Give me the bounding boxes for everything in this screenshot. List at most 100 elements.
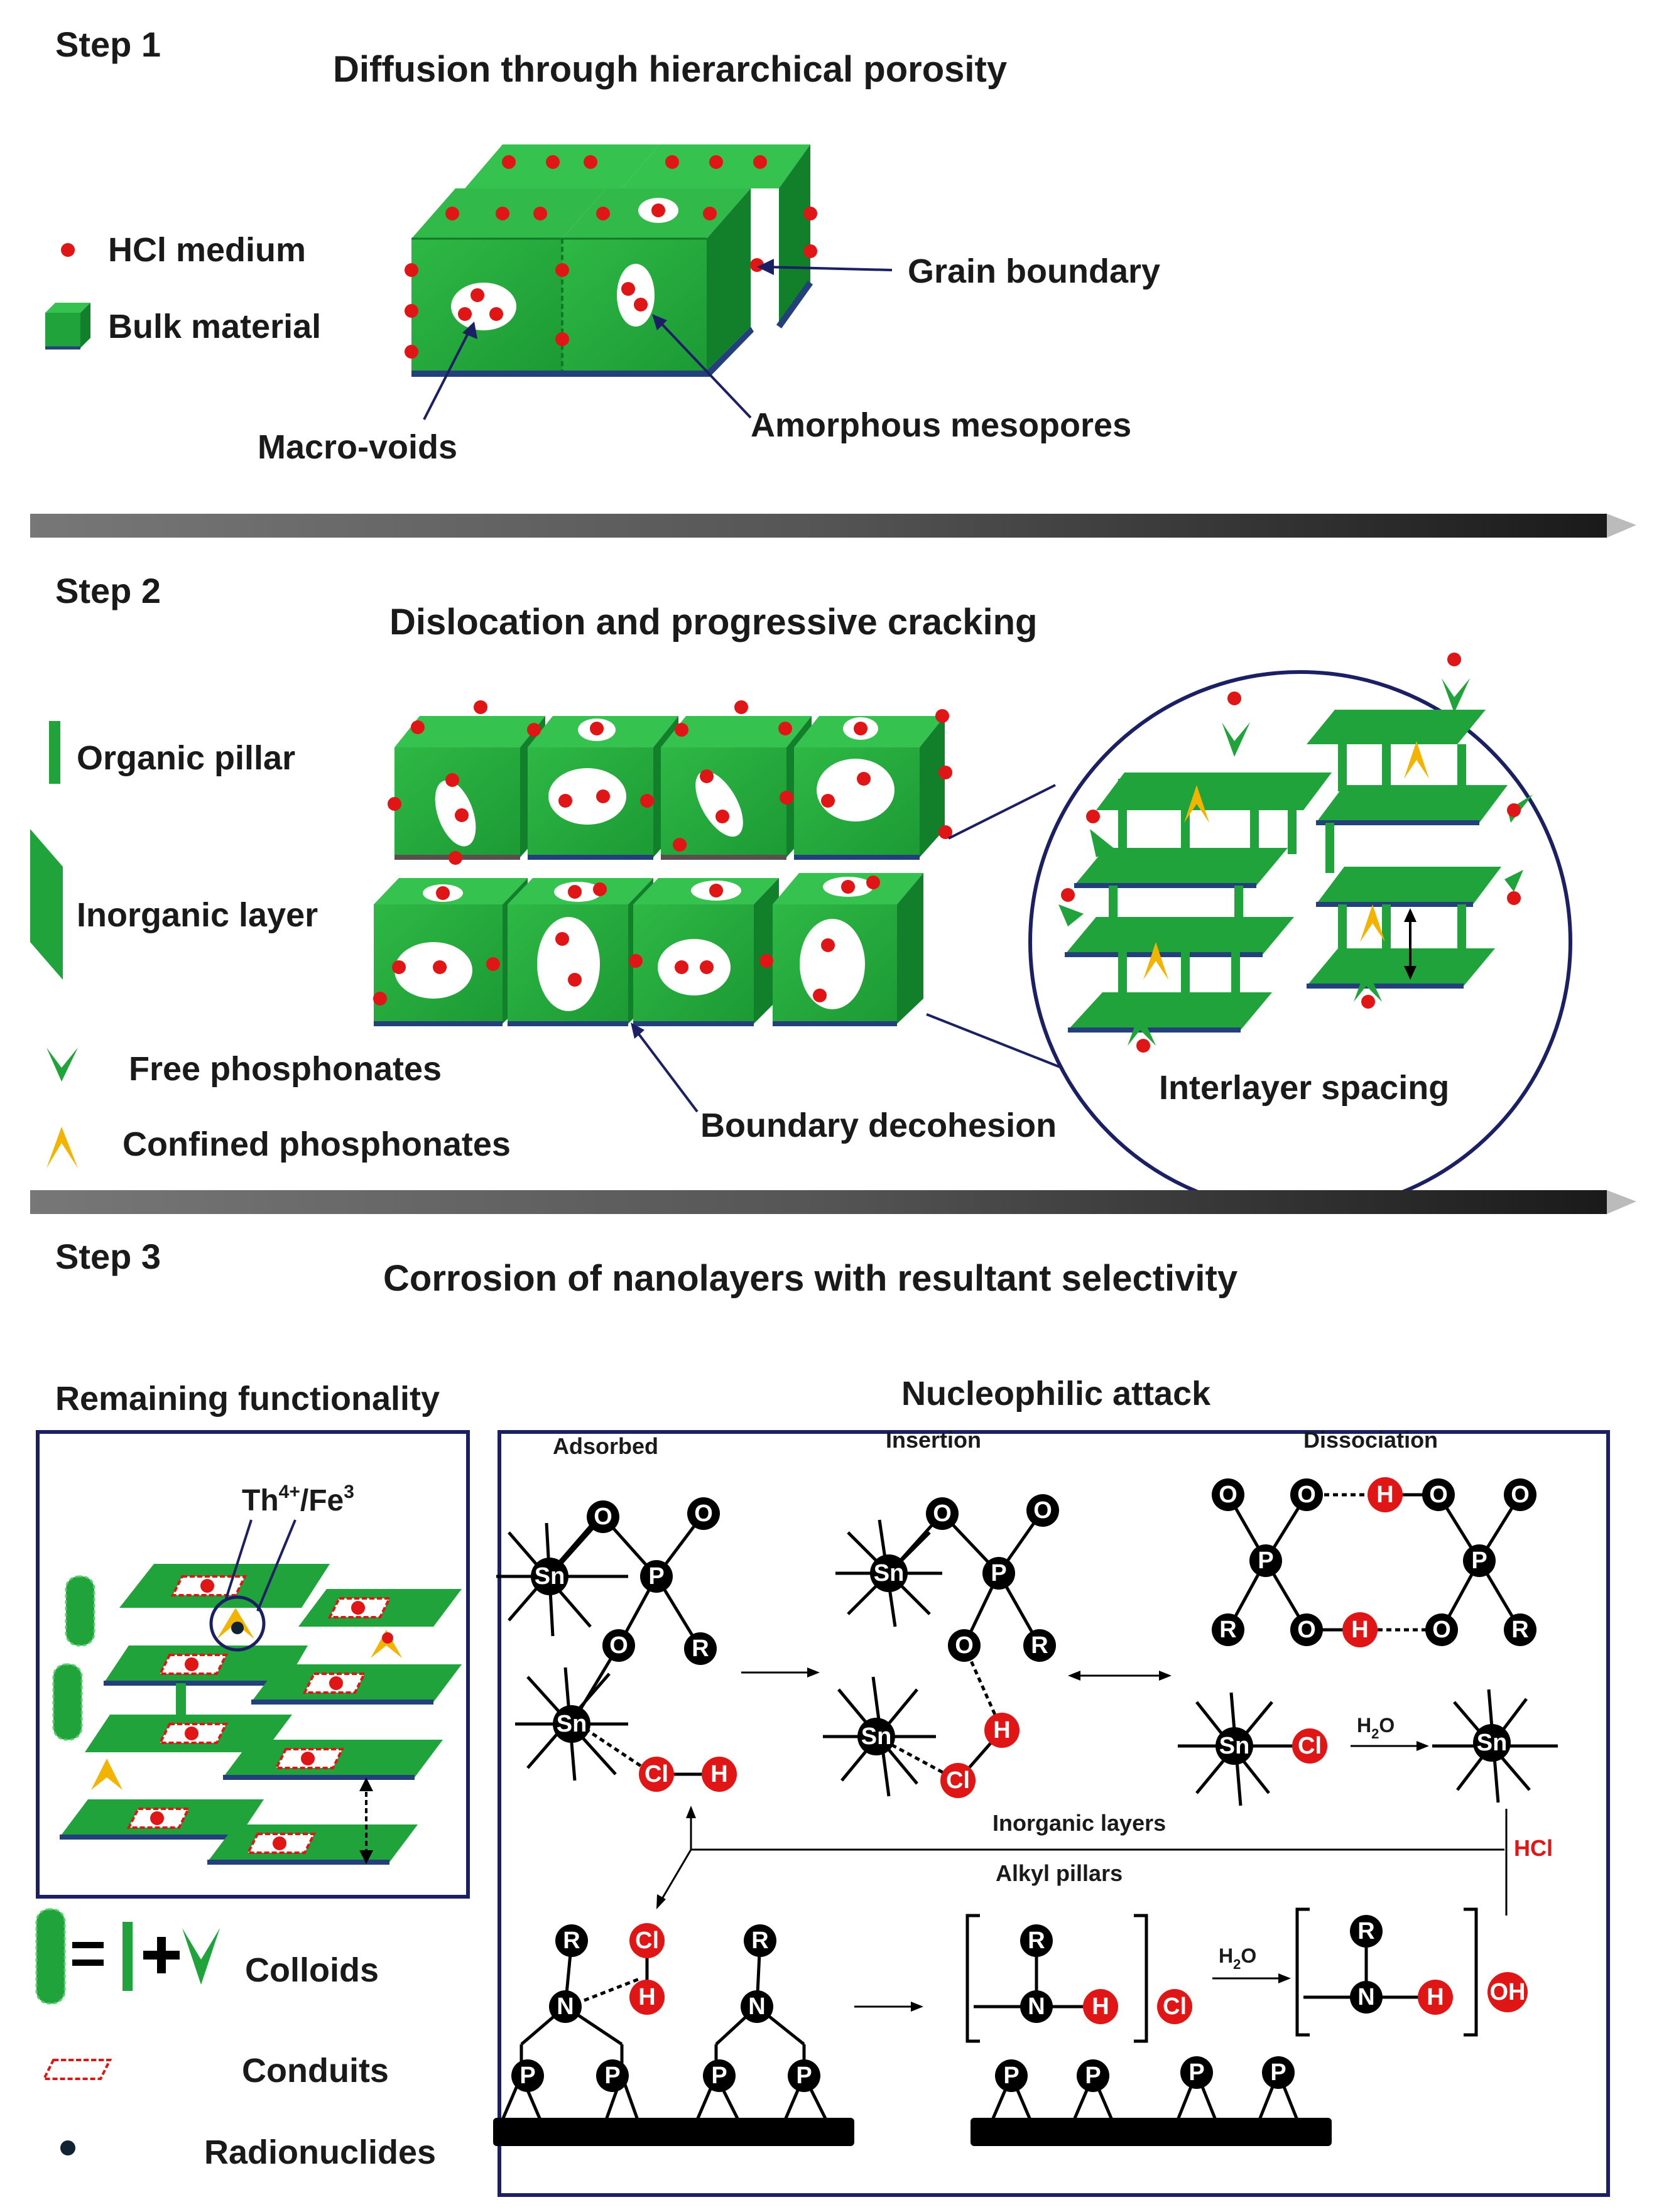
svg-text:R: R	[1031, 1632, 1048, 1659]
svg-text:Sn: Sn	[874, 1560, 905, 1586]
inorganic-layer-icon	[30, 829, 63, 980]
svg-text:O: O	[1297, 1617, 1316, 1643]
svg-text:P: P	[796, 2063, 812, 2089]
svg-text:Cl: Cl	[1298, 1733, 1322, 1759]
svg-text:N: N	[1357, 1984, 1374, 2010]
svg-text:H: H	[1427, 1984, 1444, 2010]
step2-section: Step 2 Dislocation and progressive crack…	[30, 571, 1572, 1214]
svg-text:O: O	[694, 1500, 713, 1527]
svg-text:O: O	[1429, 1482, 1448, 1508]
step3-section: Step 3 Corrosion of nanolayers with resu…	[35, 1237, 1610, 2197]
adsorbed-label: Adsorbed	[553, 1433, 658, 1459]
grain-boundary-label: Grain boundary	[908, 252, 1160, 290]
h2o-label-top: H2O	[1357, 1714, 1395, 1742]
confined-phosphonate-icon	[46, 1127, 78, 1168]
svg-text:R: R	[1511, 1617, 1528, 1643]
free-phosphonate-icon	[46, 1048, 78, 1082]
macro-voids-label: Macro-voids	[258, 428, 457, 466]
svg-text:N: N	[748, 1993, 765, 2020]
remaining-layers	[52, 1519, 462, 1865]
svg-text:R: R	[1028, 1927, 1045, 1954]
step3-title: Corrosion of nanolayers with resultant s…	[383, 1258, 1237, 1299]
svg-text:P: P	[1085, 2063, 1101, 2089]
svg-text:Sn: Sn	[557, 1711, 587, 1737]
svg-text:P: P	[519, 2063, 535, 2089]
svg-text:O: O	[1033, 1497, 1052, 1524]
legend-colloids-label: Colloids	[245, 1951, 379, 1989]
section-divider-1	[30, 514, 1636, 538]
svg-text:H: H	[993, 1717, 1010, 1743]
legend-bulk-label: Bulk material	[108, 308, 321, 345]
step2-hcl-dots	[373, 700, 952, 1006]
svg-text:P: P	[1270, 2059, 1286, 2086]
svg-text:Sn: Sn	[1219, 1733, 1250, 1759]
svg-text:O: O	[594, 1504, 612, 1530]
svg-text:H: H	[1092, 1993, 1109, 2020]
amorphous-mesopores-label: Amorphous mesopores	[751, 406, 1131, 444]
svg-text:OH: OH	[1490, 1979, 1526, 2005]
svg-text:H: H	[1376, 1482, 1393, 1508]
svg-text:P: P	[1188, 2059, 1204, 2086]
dissociation-atoms: O O H O O P P R O H O R	[1212, 1477, 1536, 1647]
legend-organic-pillar-label: Organic pillar	[77, 739, 295, 777]
svg-text:R: R	[751, 1927, 768, 1954]
step3-label: Step 3	[55, 1237, 161, 1276]
interlayer-spacing-label: Interlayer spacing	[1159, 1069, 1449, 1107]
svg-text:H: H	[638, 1984, 655, 2010]
legend-radionuclides-label: Radionuclides	[204, 2133, 436, 2171]
step1-title: Diffusion through hierarchical porosity	[333, 49, 1007, 90]
svg-text:Sn: Sn	[535, 1563, 565, 1590]
hcl-feedback-label: HCl	[1514, 1835, 1553, 1861]
svg-text:P: P	[1471, 1548, 1487, 1574]
legend-conduits-label: Conduits	[242, 2052, 389, 2090]
svg-text:P: P	[991, 1560, 1006, 1586]
svg-text:O: O	[609, 1632, 628, 1659]
nucleophilic-panel	[498, 1430, 1610, 2197]
radionuclide-icon	[60, 2140, 75, 2155]
svg-text:Cl: Cl	[644, 1761, 668, 1787]
step1-section: Step 1 Diffusion through hierarchical po…	[45, 24, 1160, 466]
insertion-atoms: Sn O O P O R H Sn Cl	[857, 1494, 1059, 1798]
svg-text:R: R	[692, 1635, 709, 1662]
inorganic-layers-label: Inorganic layers	[992, 1810, 1166, 1836]
svg-text:P: P	[1258, 1548, 1273, 1574]
legend-confined-phosphonates-label: Confined phosphonates	[122, 1125, 511, 1163]
substrate-left	[493, 2118, 854, 2146]
svg-text:P: P	[711, 2063, 727, 2089]
svg-text:P: P	[648, 1563, 664, 1590]
nucleophilic-title: Nucleophilic attack	[901, 1375, 1211, 1412]
svg-text:H: H	[710, 1761, 727, 1787]
svg-text:P: P	[1003, 2063, 1019, 2089]
alkyl-pillars-label: Alkyl pillars	[996, 1860, 1123, 1886]
dissociation-label: Dissociation	[1303, 1427, 1438, 1453]
remaining-functionality-title: Remaining functionality	[55, 1380, 440, 1418]
cracked-cubes-upper	[394, 716, 945, 860]
layered-structure	[1058, 653, 1533, 1053]
step1-label: Step 1	[55, 24, 161, 64]
hcl-dot-icon	[61, 243, 75, 257]
ion-label: Th4+/Fe3	[242, 1482, 354, 1517]
insertion-label: Insertion	[886, 1427, 981, 1453]
svg-text:O: O	[1511, 1482, 1530, 1508]
svg-text:O: O	[933, 1500, 952, 1527]
bulk-cube-cluster	[405, 144, 893, 420]
organic-pillar-icon	[49, 721, 60, 784]
boundary-decohesion-label: Boundary decohesion	[700, 1107, 1057, 1144]
colloid-equation-icon	[35, 1908, 220, 2005]
svg-text:Sn: Sn	[861, 1723, 892, 1750]
step2-title: Dislocation and progressive cracking	[389, 602, 1037, 642]
svg-text:Cl: Cl	[946, 1767, 970, 1794]
step2-label: Step 2	[55, 571, 161, 610]
svg-text:N: N	[1028, 1993, 1045, 2020]
svg-text:Sn: Sn	[1477, 1730, 1508, 1756]
svg-text:O: O	[1432, 1617, 1451, 1643]
section-divider-2	[30, 1190, 1636, 1214]
conduit-icon	[41, 2059, 112, 2080]
legend-hcl-label: HCl medium	[108, 231, 306, 269]
h2o-label-bottom: H2O	[1219, 1944, 1256, 1972]
substrate-right	[971, 2118, 1332, 2146]
bulk-cube-icon	[45, 303, 90, 350]
svg-text:R: R	[563, 1927, 580, 1954]
svg-text:P: P	[604, 2063, 620, 2089]
